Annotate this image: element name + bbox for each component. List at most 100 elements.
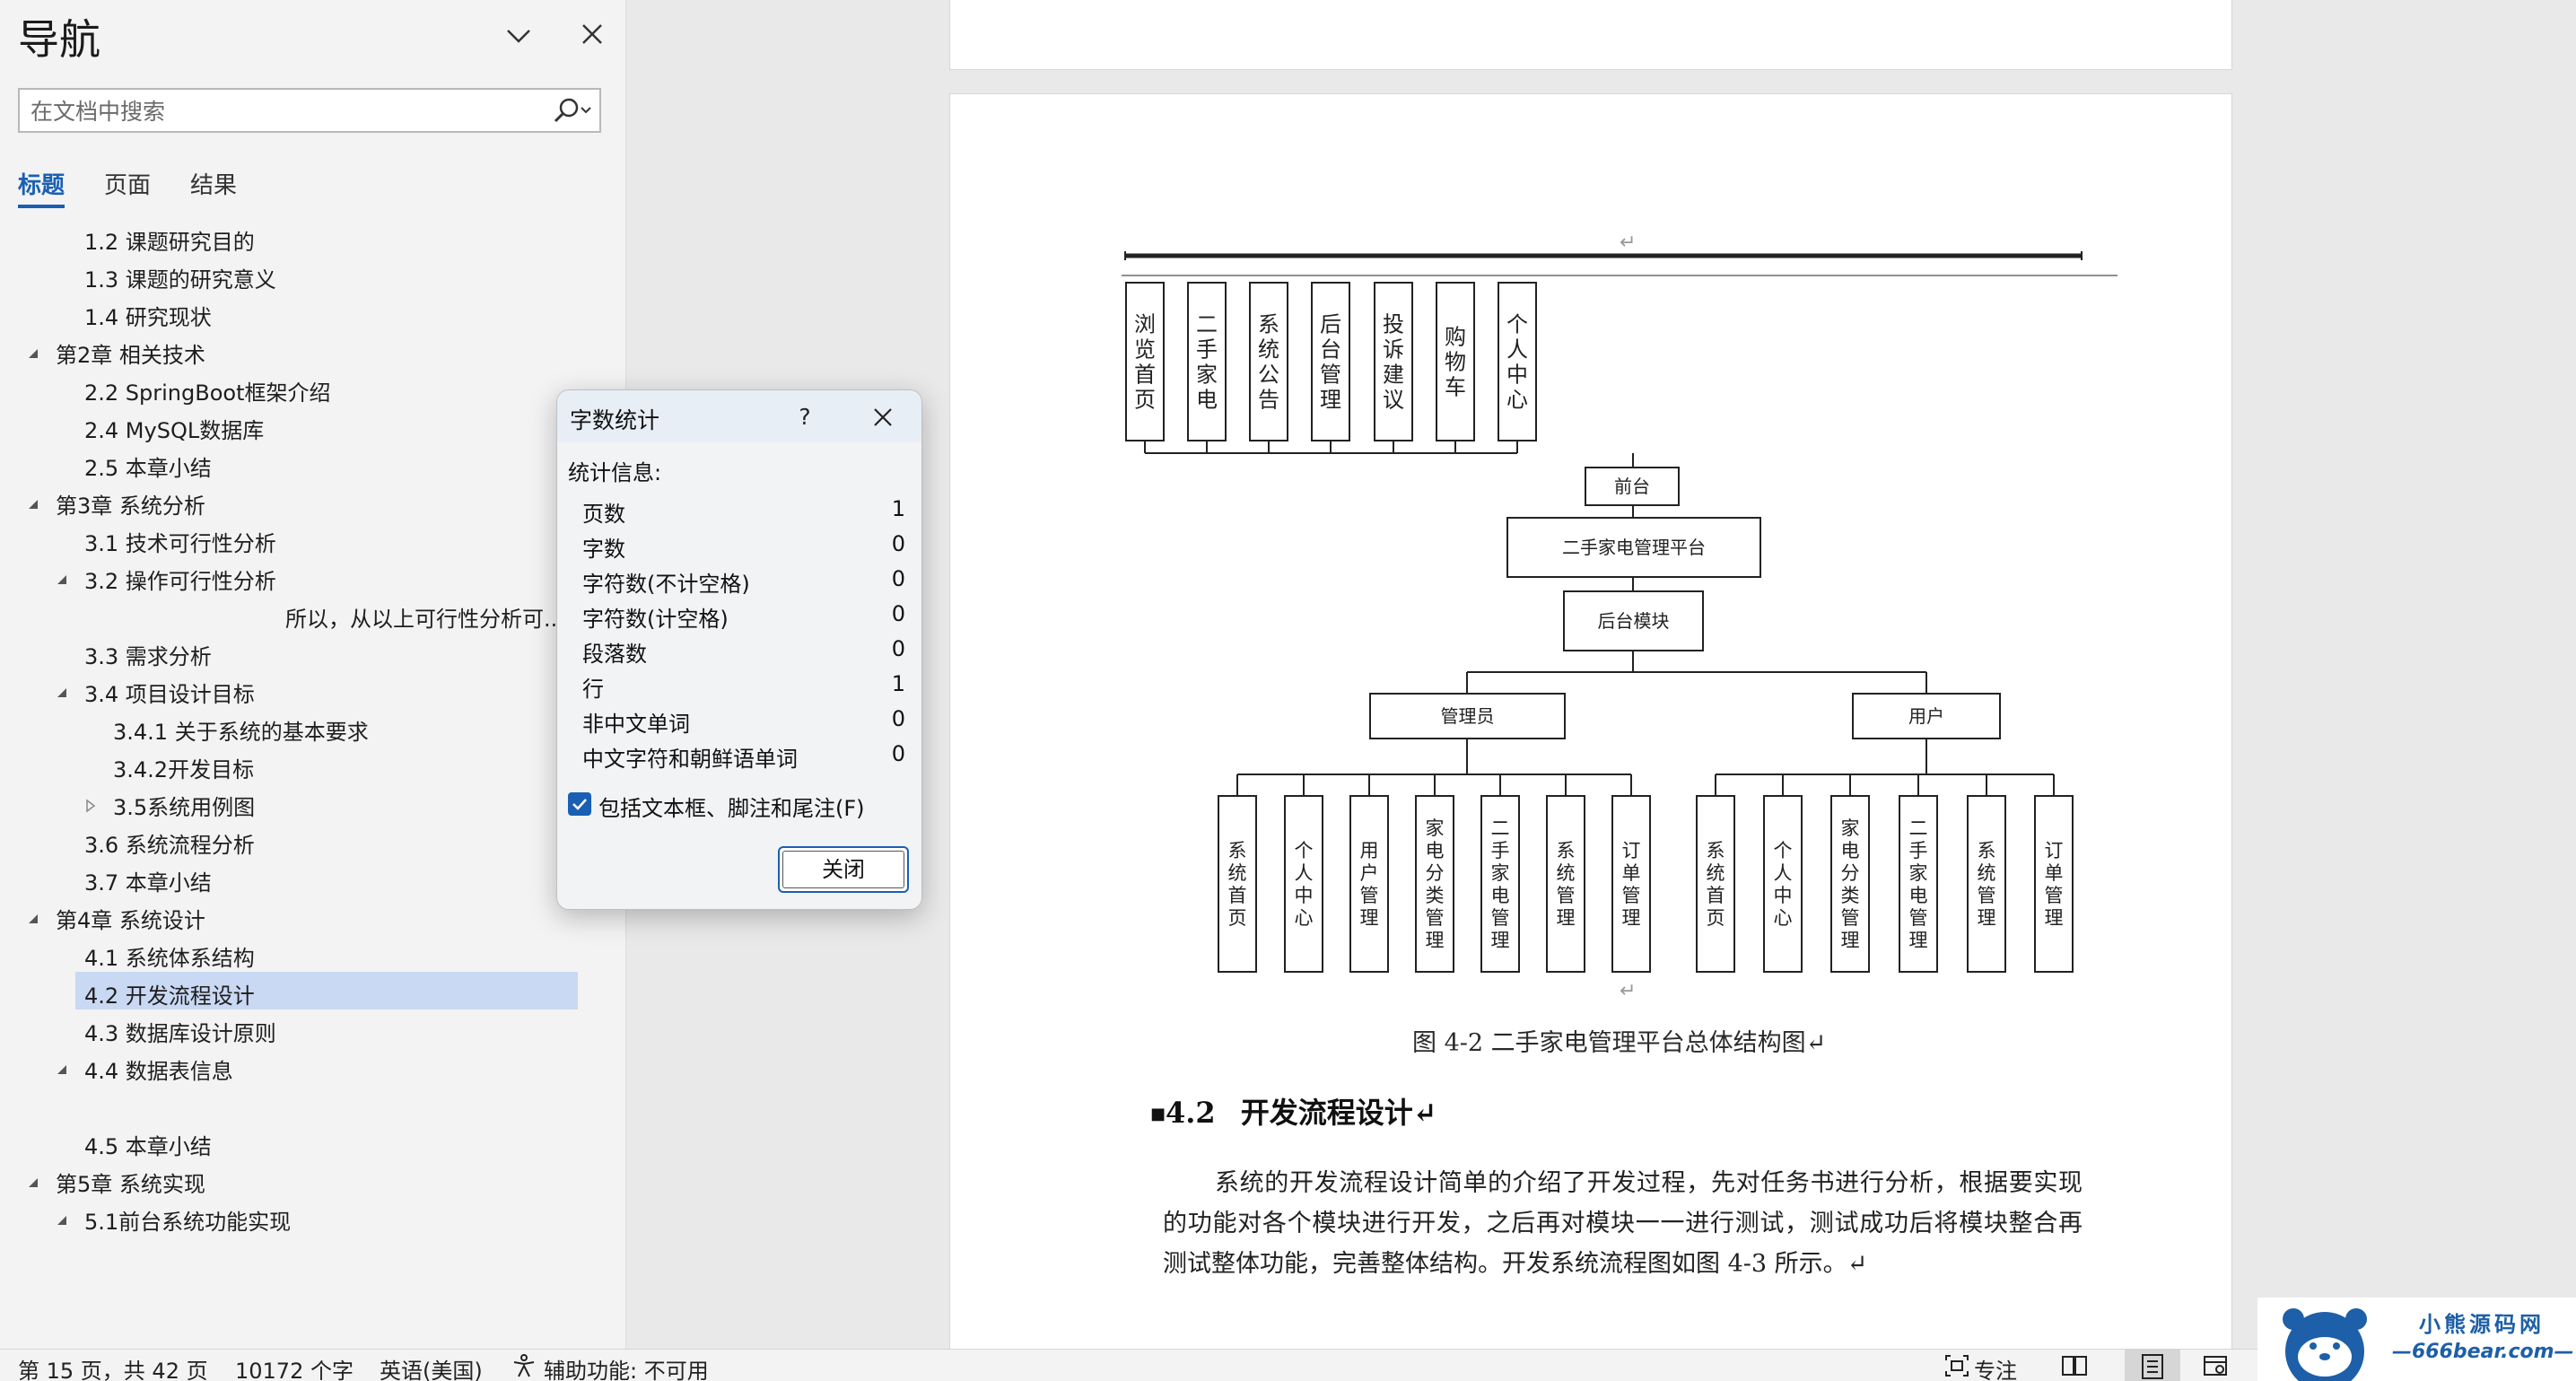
expand-triangle-icon[interactable] (54, 681, 70, 697)
nav-heading-item[interactable]: 2.4 MySQL数据库 (0, 406, 624, 444)
nav-heading-item[interactable]: 3.6 系统流程分析 (0, 821, 624, 859)
nav-heading-item[interactable]: 3.4 项目设计目标 (0, 670, 624, 708)
nav-heading-label: 第3章 系统分析 (56, 494, 205, 519)
web-layout-icon[interactable] (2202, 1353, 2231, 1378)
accessibility-status[interactable]: 辅助功能: 不可用 (544, 1359, 709, 1381)
stat-value: 0 (891, 706, 905, 731)
diagram-box-char: 物 (1445, 349, 1466, 374)
nav-heading-item[interactable]: 3.7 本章小结 (0, 859, 624, 896)
diagram-box-char: 个 (1295, 840, 1314, 861)
diagram-box-char: 理 (1491, 930, 1510, 951)
expand-triangle-icon[interactable] (25, 342, 41, 358)
diagram-box-char: 管 (1360, 885, 1379, 906)
nav-heading-item[interactable]: 3.2 操作可行性分析 (0, 557, 624, 595)
diagram-box-char: 二 (1909, 817, 1928, 839)
nav-heading-item[interactable]: 4.2 开发流程设计 (0, 972, 624, 1010)
diagram-box-char: 理 (1622, 907, 1641, 929)
nav-heading-label: 3.4.1 关于系统的基本要求 (113, 720, 369, 745)
nav-heading-item[interactable]: 第4章 系统设计 (0, 896, 624, 934)
nav-heading-item[interactable]: 3.5系统用例图 (0, 783, 624, 821)
nav-heading-item[interactable]: 4.1 系统体系结构 (0, 934, 624, 972)
diagram-box-char: 类 (1426, 885, 1445, 906)
include-footnotes-label[interactable]: 包括文本框、脚注和尾注(F) (598, 796, 865, 821)
nav-heading-item[interactable]: 4.4 数据表信息 (0, 1047, 624, 1085)
nav-heading-item[interactable]: 3.4.2开发目标 (0, 746, 624, 783)
include-footnotes-checkbox[interactable] (568, 792, 591, 816)
accessibility-icon[interactable] (511, 1353, 537, 1378)
focus-icon[interactable] (1943, 1353, 1970, 1378)
nav-heading-label: 3.4.2开发目标 (113, 757, 255, 782)
diagram-box (1830, 795, 1870, 973)
word-count[interactable]: 10172 个字 (235, 1359, 354, 1381)
print-layout-icon[interactable] (2125, 1350, 2180, 1381)
nav-heading-item[interactable]: 第3章 系统分析 (0, 482, 624, 520)
page-count[interactable]: 第 15 页，共 42 页 (18, 1359, 208, 1381)
focus-label[interactable]: 专注 (1974, 1359, 2017, 1381)
expand-triangle-icon[interactable] (54, 1058, 70, 1074)
nav-heading-item[interactable]: 3.1 技术可行性分析 (0, 520, 624, 557)
nav-heading-item[interactable]: 所以，从以上可行性分析可... (0, 595, 624, 633)
nav-heading-item[interactable]: 1.4 研究现状 (0, 293, 624, 331)
diagram-box-label: 后台模块 (1598, 610, 1670, 632)
collapse-triangle-icon[interactable] (83, 794, 99, 813)
expand-triangle-icon[interactable] (54, 1209, 70, 1225)
nav-heading-item[interactable]: 2.5 本章小结 (0, 444, 624, 482)
diagram-box-char: 后 (1320, 311, 1341, 337)
diagram-box (1218, 795, 1257, 973)
diagram-box-label: 用户 (1908, 705, 1944, 727)
dialog-titlebar[interactable]: 字数统计 ? (557, 390, 921, 442)
diagram-box (1249, 282, 1288, 441)
diagram-box-char: 首 (1228, 885, 1247, 906)
nav-heading-item[interactable]: 第5章 系统实现 (0, 1160, 624, 1198)
diagram-box-char: 诉 (1383, 337, 1404, 362)
read-mode-icon[interactable] (2060, 1353, 2089, 1378)
nav-search-input[interactable] (31, 97, 533, 126)
nav-heading-item[interactable]: 2.2 SpringBoot框架介绍 (0, 369, 624, 406)
diagram-box-char: 管 (1491, 907, 1510, 929)
expand-triangle-icon[interactable] (25, 907, 41, 923)
expand-triangle-icon[interactable] (25, 493, 41, 509)
nav-heading-item[interactable]: 5.1前台系统功能实现 (0, 1198, 624, 1236)
nav-title: 导航 (18, 15, 100, 64)
nav-heading-item[interactable]: 4.3 数据库设计原则 (0, 1010, 624, 1047)
dialog-title: 字数统计 (570, 407, 660, 433)
nav-heading-item[interactable] (0, 1085, 624, 1123)
nav-heading-item[interactable]: 3.3 需求分析 (0, 633, 624, 670)
nav-search-box[interactable] (18, 88, 601, 133)
diagram-box-char: 览 (1134, 337, 1156, 362)
nav-heading-item[interactable]: 3.4.1 关于系统的基本要求 (0, 708, 624, 746)
body-paragraph[interactable]: 系统的开发流程设计简单的介绍了开发过程，先对任务书进行分析，根据要实现的功能对各… (1163, 1169, 2083, 1278)
nav-heading-item[interactable]: 4.5 本章小结 (0, 1123, 624, 1160)
stat-value: 0 (891, 636, 905, 661)
expand-triangle-icon[interactable] (25, 1171, 41, 1187)
tab-pages[interactable]: 页面 (104, 172, 152, 199)
previous-page[interactable] (949, 0, 2232, 70)
diagram-box (1506, 517, 1761, 578)
tab-headings[interactable]: 标题 (18, 167, 65, 208)
nav-options-chevron-icon[interactable] (499, 18, 538, 54)
language[interactable]: 英语(美国) (380, 1359, 483, 1381)
diagram-box-char: 议 (1383, 387, 1404, 412)
nav-heading-item[interactable]: 第2章 相关技术 (0, 331, 624, 369)
search-icon[interactable] (544, 93, 596, 127)
diagram-box-char: 家 (1426, 817, 1445, 839)
diagram-box (1852, 693, 2001, 739)
diagram-box-char: 订 (2045, 840, 2064, 861)
stat-label: 行 (582, 677, 604, 702)
diagram-box-char: 单 (1622, 862, 1641, 884)
help-button[interactable]: ? (799, 404, 811, 430)
nav-heading-item[interactable]: 1.2 课题研究目的 (0, 218, 624, 256)
expand-triangle-icon[interactable] (54, 568, 70, 584)
diagram-box-char: 心 (1295, 907, 1314, 929)
diagram-box-char: 台 (1320, 337, 1341, 362)
dialog-close-icon[interactable] (862, 399, 902, 435)
diagram-box-char: 页 (1707, 907, 1725, 929)
tab-results[interactable]: 结果 (190, 172, 238, 199)
nav-heading-label: 2.4 MySQL数据库 (84, 418, 265, 443)
nav-close-icon[interactable] (574, 16, 610, 52)
section-number: 4.2 (1166, 1096, 1216, 1130)
nav-heading-item[interactable]: 1.3 课题的研究意义 (0, 256, 624, 293)
close-button[interactable]: 关闭 (778, 846, 909, 893)
